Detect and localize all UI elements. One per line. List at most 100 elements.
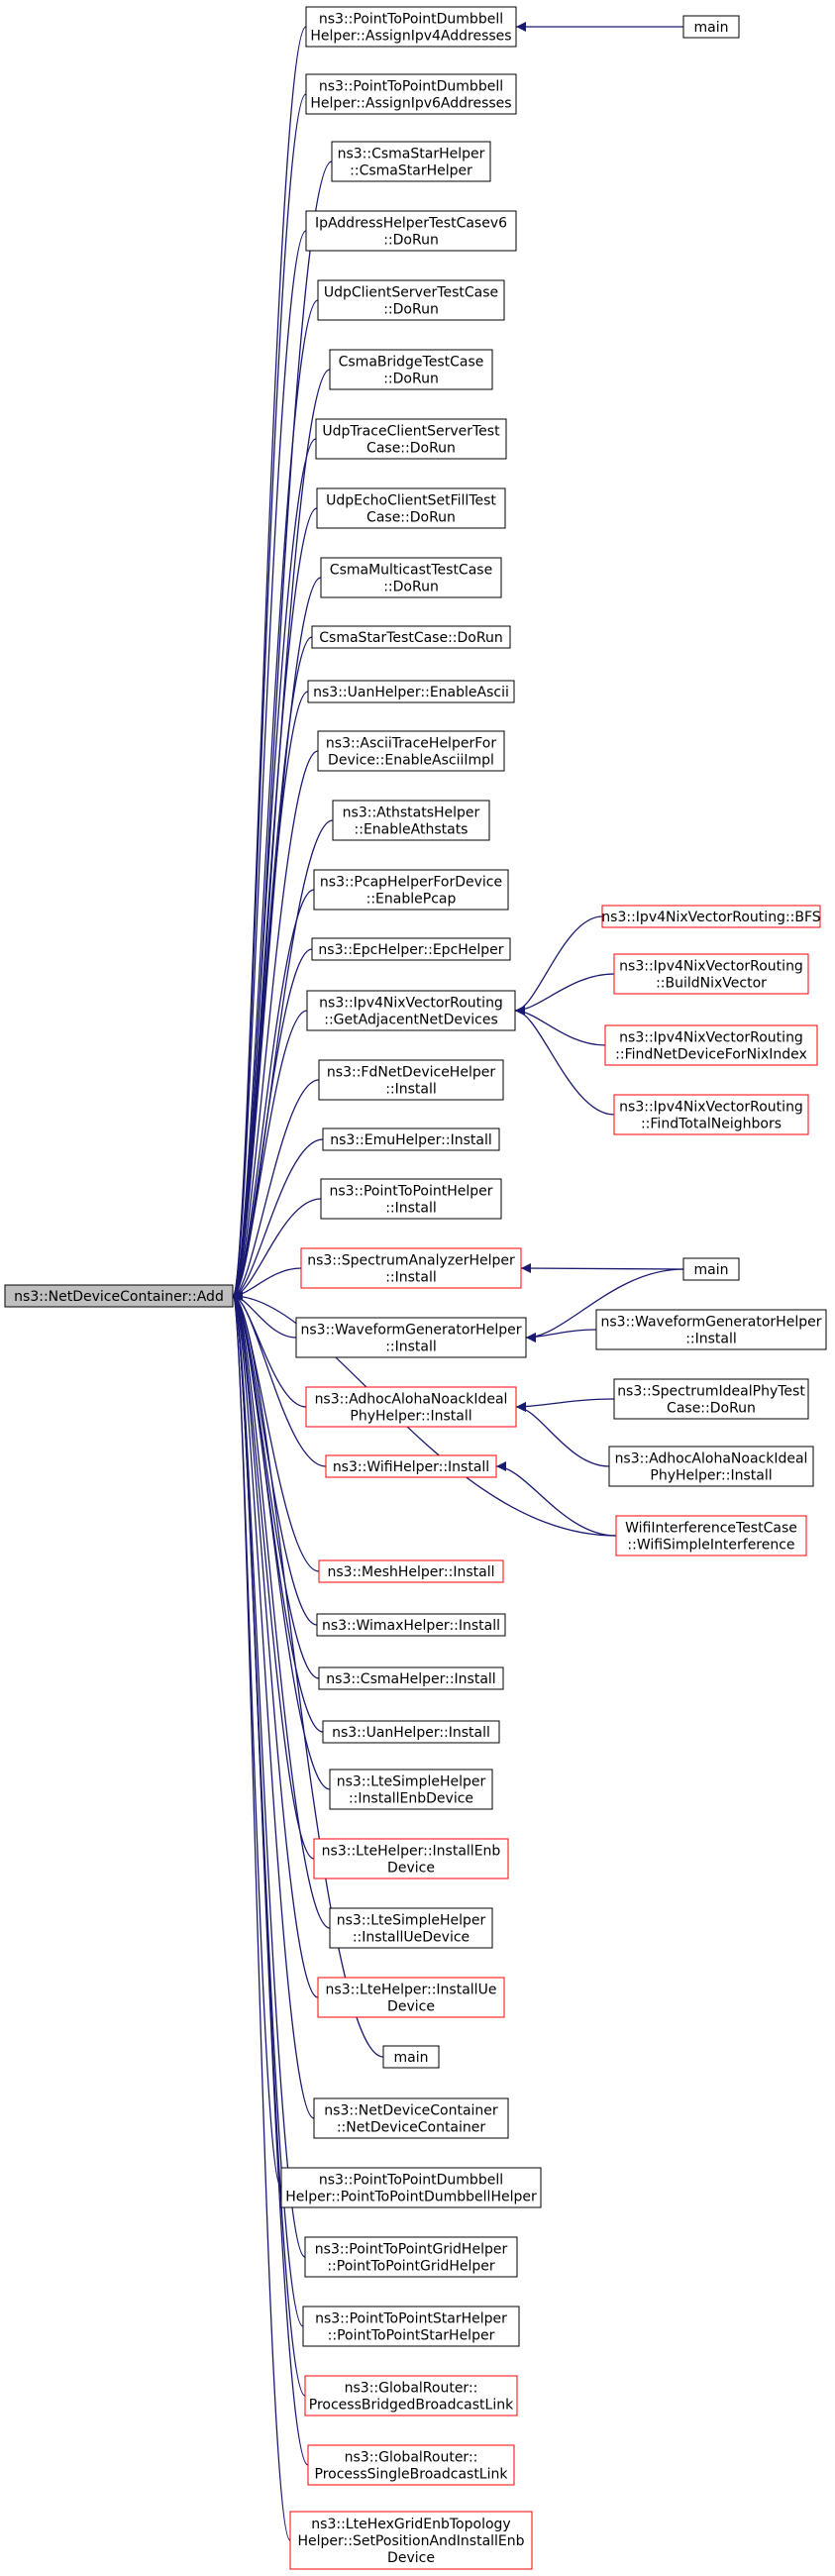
node-label: ::FindTotalNeighbors: [641, 1117, 782, 1132]
node-box: [604, 1024, 818, 1066]
edge-n16-to-root: [232, 1010, 308, 1301]
edge-m5-to-n16: [514, 1006, 615, 1116]
node-ns3-pointtopointdumbbell-helper-pointtopointdumbbellhelper[interactable]: ns3::PointToPointDumbbellHelper::PointTo…: [280, 2167, 542, 2208]
node-ns3-waveformgeneratorhelper-install[interactable]: ns3::WaveformGeneratorHelper::Install: [295, 1317, 527, 1358]
node-box: [305, 210, 517, 252]
node-label: Device::EnableAsciiImpl: [328, 753, 494, 769]
edge-n18-to-root: [232, 1138, 324, 1301]
node-udpclientservertestcase-dorun[interactable]: UdpClientServerTestCase::DoRun: [317, 279, 505, 321]
root-node: ns3::NetDeviceContainer::Add: [4, 1284, 234, 1308]
node-label: ns3::CsmaStarHelper: [338, 147, 485, 162]
edge-m9-to-n22: [515, 1402, 610, 1467]
node-ns3-pointtopointhelper-install[interactable]: ns3::PointToPointHelper::Install: [320, 1178, 502, 1220]
node-main[interactable]: main: [682, 15, 740, 39]
node-wifiinterferencetestcase-wifisimpleinterference[interactable]: WifiInterferenceTestCase::WifiSimpleInte…: [615, 1515, 807, 1556]
node-ns3-fdnetdevicehelper-install[interactable]: ns3::FdNetDeviceHelper::Install: [318, 1059, 504, 1101]
node-label: Helper::AssignIpv4Addresses: [310, 29, 511, 45]
node-ns3-globalrouter-processbridgedbroadcastlink[interactable]: ns3::GlobalRouter::ProcessBridgedBroadca…: [304, 2375, 518, 2416]
node-ns3-ltehexgridenbtopology-helper-setpositionandinstallenb-device[interactable]: ns3::LteHexGridEnbTopologyHelper::SetPos…: [289, 2511, 533, 2570]
node-label: ns3::LteSimpleHelper: [337, 1913, 486, 1929]
node-label: ns3::NetDeviceContainer::Add: [14, 1289, 224, 1305]
node-label: ns3::UanHelper::EnableAscii: [313, 685, 509, 700]
node-label: ::EnableAthstats: [355, 822, 469, 838]
node-ns3-ipv4nixvectorrouting-findtotalneighbors[interactable]: ns3::Ipv4NixVectorRouting::FindTotalNeig…: [613, 1094, 809, 1135]
node-label: ProcessBridgedBroadcastLink: [309, 2398, 514, 2414]
edge-n4-to-root: [232, 230, 307, 1301]
edge-n2-to-root: [232, 93, 307, 1301]
node-box: [613, 953, 809, 995]
node-ns3-athstatshelper-enableathstats[interactable]: ns3::AthstatsHelper::EnableAthstats: [332, 800, 490, 841]
node-ns3-emuhelper-install[interactable]: ns3::EmuHelper::Install: [322, 1127, 500, 1151]
edge-n38-to-root: [232, 1291, 309, 2466]
node-ns3-pointtopointstarhelper-pointtopointstarhelper[interactable]: ns3::PointToPointStarHelper::PointToPoin…: [302, 2306, 520, 2347]
node-label: UdpEchoClientSetFillTest: [326, 493, 496, 509]
node-ns3-pcaphelperfordevice-enablepcap[interactable]: ns3::PcapHelperForDevice::EnablePcap: [313, 869, 509, 911]
node-ns3-ltehelper-installue-device[interactable]: ns3::LteHelper::InstallUeDevice: [317, 1977, 505, 2018]
node-box: [311, 625, 511, 649]
node-ns3-wimaxhelper-install[interactable]: ns3::WimaxHelper::Install: [316, 1613, 506, 1637]
node-ns3-globalrouter-processsinglebroadcastlink[interactable]: ns3::GlobalRouter::ProcessSingleBroadcas…: [307, 2444, 515, 2486]
edge-m6-to-n21: [525, 1268, 684, 1342]
node-csmastartestcase-dorun[interactable]: CsmaStarTestCase::DoRun: [311, 625, 511, 649]
node-main[interactable]: main: [382, 2045, 440, 2069]
node-ns3-pointtopointdumbbell-helper-assignipv4addresses[interactable]: ns3::PointToPointDumbbellHelper::AssignI…: [305, 6, 517, 48]
node-ns3-ltehelper-installenb-device[interactable]: ns3::LteHelper::InstallEnbDevice: [313, 1838, 509, 1879]
node-label: ns3::PointToPointDumbbell: [319, 2173, 503, 2189]
node-csmabridgetestcase-dorun[interactable]: CsmaBridgeTestCase::DoRun: [329, 349, 493, 390]
edge-n12-to-root: [232, 750, 319, 1301]
node-label: ::NetDeviceContainer: [337, 2120, 486, 2136]
node-ns3-ipv4nixvectorrouting-getadjacentnetdevices[interactable]: ns3::Ipv4NixVectorRouting::GetAdjacentNe…: [306, 990, 516, 1031]
node-label: PhyHelper::Install: [650, 1468, 772, 1484]
node-ns3-wifihelper-install[interactable]: ns3::WifiHelper::Install: [325, 1454, 497, 1478]
node-ipaddresshelpertestcasev6-dorun[interactable]: IpAddressHelperTestCasev6::DoRun: [305, 210, 517, 252]
node-label: ns3::UanHelper::Install: [332, 1725, 490, 1741]
node-box: [322, 1127, 500, 1151]
node-main[interactable]: main: [682, 1257, 740, 1281]
node-ns3-meshhelper-install[interactable]: ns3::MeshHelper::Install: [318, 1559, 504, 1583]
node-label: main: [694, 20, 729, 36]
node-box: [289, 2511, 533, 2570]
node-ns3-pointtopointdumbbell-helper-assignipv6addresses[interactable]: ns3::PointToPointDumbbellHelper::AssignI…: [305, 73, 517, 115]
node-label: ::EnablePcap: [366, 892, 457, 908]
node-box: [300, 1247, 522, 1289]
node-box: [307, 2444, 515, 2486]
node-label: ns3::CsmaHelper::Install: [326, 1671, 495, 1687]
node-box: [315, 418, 507, 460]
node-ns3-adhocalohanoackideal-phyhelper-install[interactable]: ns3::AdhocAlohaNoackIdealPhyHelper::Inst…: [608, 1446, 814, 1487]
node-ns3-ltesimplehelper-installenbdevice[interactable]: ns3::LteSimpleHelper::InstallEnbDevice: [329, 1769, 493, 1810]
node-ns3-csmahelper-install[interactable]: ns3::CsmaHelper::Install: [318, 1666, 504, 1690]
node-ns3-netdevicecontainer-netdevicecontainer[interactable]: ns3::NetDeviceContainer::NetDeviceContai…: [313, 2097, 509, 2139]
node-ns3-ipv4nixvectorrouting-bfs[interactable]: ns3::Ipv4NixVectorRouting::BFS: [601, 905, 821, 928]
node-box: [329, 1769, 493, 1810]
node-label: ns3::Ipv4NixVectorRouting: [319, 996, 503, 1012]
node-ns3-csmastarhelper-csmastarhelper[interactable]: ns3::CsmaStarHelper::CsmaStarHelper: [331, 141, 491, 182]
node-ns3-epchelper-epchelper[interactable]: ns3::EpcHelper::EpcHelper: [311, 937, 511, 961]
node-csmamulticasttestcase-dorun[interactable]: CsmaMulticastTestCase::DoRun: [320, 557, 502, 598]
node-label: CsmaStarTestCase::DoRun: [319, 630, 502, 646]
node-label: UdpTraceClientServerTest: [322, 424, 500, 440]
node-box: [331, 141, 491, 182]
node-ns3-adhocalohanoackideal-phyhelper-install[interactable]: ns3::AdhocAlohaNoackIdealPhyHelper::Inst…: [305, 1386, 517, 1428]
edge-m6-to-n20: [520, 1263, 684, 1274]
node-ns3-spectrumanalyzerhelper-install[interactable]: ns3::SpectrumAnalyzerHelper::Install: [300, 1247, 522, 1289]
node-ns3-asciitracehelperfor-device-enableasciiimpl[interactable]: ns3::AsciiTraceHelperForDevice::EnableAs…: [317, 730, 505, 772]
node-label: ::Install: [385, 1270, 437, 1286]
node-label: ns3::WaveformGeneratorHelper: [601, 1315, 822, 1331]
node-ns3-ltesimplehelper-installuedevice[interactable]: ns3::LteSimpleHelper::InstallUeDevice: [329, 1907, 493, 1949]
node-label: ::FindNetDeviceForNixIndex: [615, 1047, 807, 1063]
node-label: Device: [387, 2550, 435, 2566]
node-ns3-uanhelper-install[interactable]: ns3::UanHelper::Install: [322, 1720, 500, 1744]
node-box: [318, 1059, 504, 1101]
node-ns3-pointtopointgridhelper-pointtopointgridhelper[interactable]: ns3::PointToPointGridHelper::PointToPoin…: [304, 2236, 518, 2278]
node-label: ::InstallUeDevice: [353, 1930, 470, 1946]
node-box: [311, 937, 511, 961]
node-ns3-ipv4nixvectorrouting-buildnixvector[interactable]: ns3::Ipv4NixVectorRouting::BuildNixVecto…: [613, 953, 809, 995]
node-ns3-waveformgeneratorhelper-install[interactable]: ns3::WaveformGeneratorHelper::Install: [595, 1309, 827, 1350]
node-ns3-uanhelper-enableascii[interactable]: ns3::UanHelper::EnableAscii: [307, 680, 515, 703]
node-ns3-ipv4nixvectorrouting-findnetdevicefornixindex[interactable]: ns3::Ipv4NixVectorRouting::FindNetDevice…: [604, 1024, 818, 1066]
node-label: ns3::PcapHelperForDevice: [320, 875, 502, 891]
node-box: [329, 1907, 493, 1949]
